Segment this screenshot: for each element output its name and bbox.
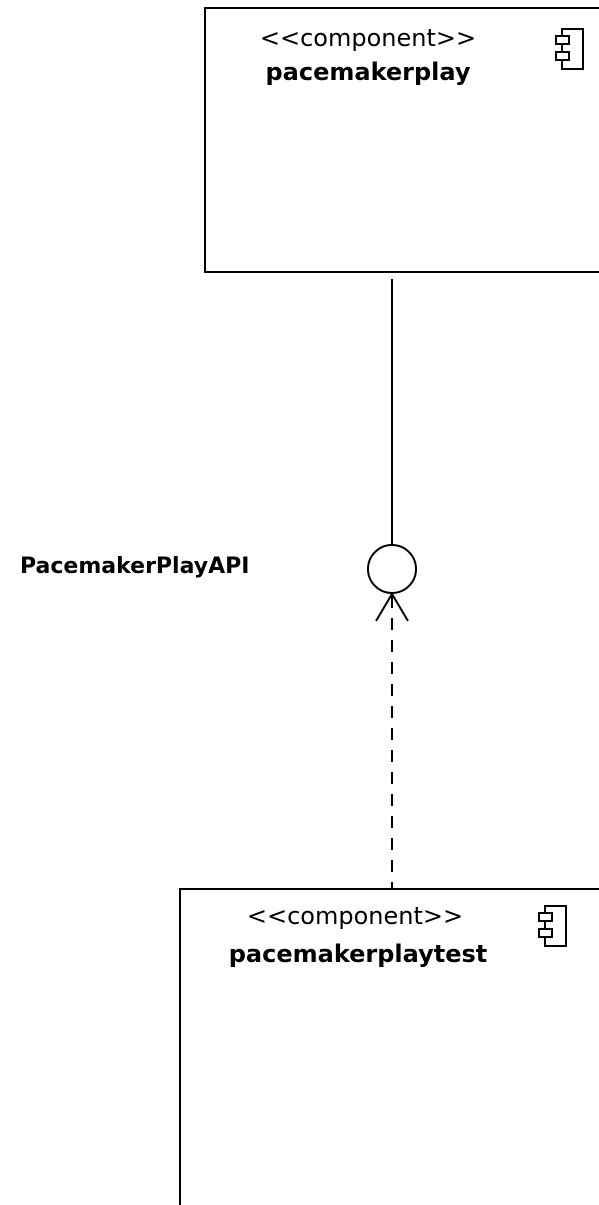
component-name: pacemakerplaytest (229, 940, 488, 968)
component-box (179, 888, 599, 1205)
dependency-arrow (375, 592, 409, 888)
interface-label: PacemakerPlayAPI (20, 554, 249, 579)
component-stereotype: <<component>> (247, 902, 463, 930)
component-stereotype: <<component>> (260, 24, 476, 52)
component-pacemakerplaytest[interactable]: <<component>> pacemakerplaytest (179, 888, 599, 1205)
component-icon (555, 28, 584, 70)
provided-interface-lollipop (367, 544, 417, 594)
component-icon (538, 905, 567, 947)
component-box (204, 7, 599, 273)
dependency-arrowhead (375, 592, 409, 622)
interface-pacemakerplayapi[interactable]: PacemakerPlayAPI (20, 544, 417, 594)
component-pacemakerplay[interactable]: <<component>> pacemakerplay (204, 7, 599, 273)
component-name: pacemakerplay (265, 58, 470, 86)
